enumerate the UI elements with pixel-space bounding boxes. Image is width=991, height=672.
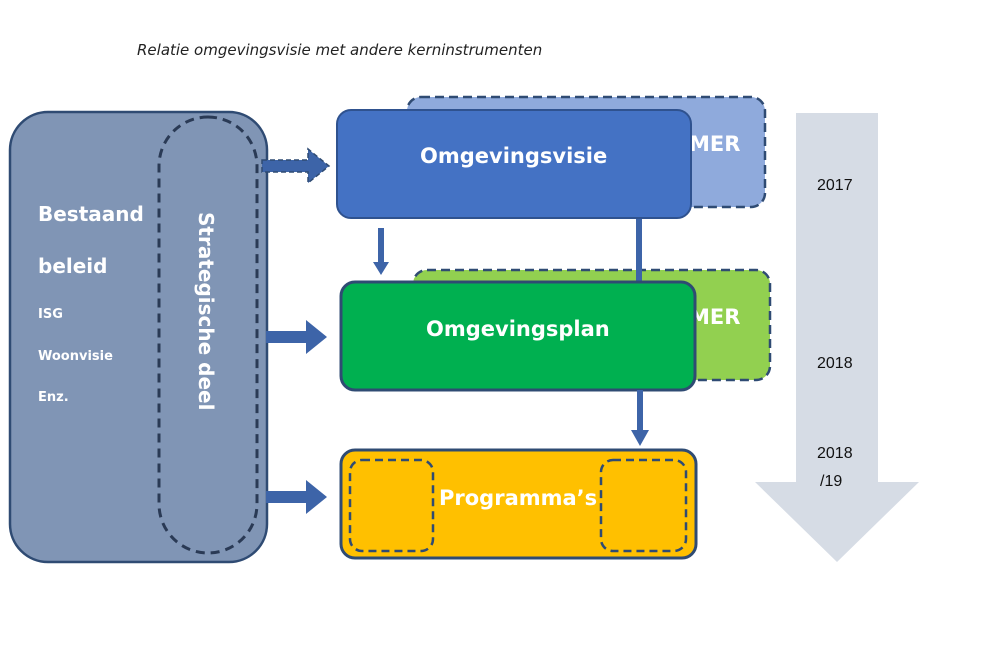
- year-2017: 2017: [817, 177, 853, 194]
- programmas-inner-left: [348, 458, 435, 553]
- timeline-arrow: [755, 113, 919, 562]
- strategische-deel-outline: [157, 115, 259, 555]
- arrow-left-to-omgevingsplan: [266, 320, 327, 354]
- connector-visie-plan-right: [636, 218, 642, 284]
- left-item-isg: ISG: [38, 307, 63, 322]
- arrow-plan-to-programmas: [631, 390, 649, 446]
- programmas-label: Programma’s: [439, 486, 597, 510]
- mer-top-label: MER: [689, 132, 740, 156]
- strategische-deel-label: Strategische deel: [194, 212, 218, 410]
- left-item-enz: Enz.: [38, 390, 69, 405]
- omgevingsplan-box: [339, 280, 697, 392]
- year-2018: 2018: [817, 355, 853, 372]
- omgevingsplan-label: Omgevingsplan: [426, 317, 610, 341]
- year-2018-19-line2: /19: [820, 473, 842, 490]
- diagram-title: Relatie omgevingsvisie met andere kernin…: [137, 41, 542, 59]
- arrow-left-to-omgevingsvisie: [261, 147, 331, 185]
- arrow-left-to-programmas: [266, 480, 327, 514]
- arrow-visie-to-plan: [373, 228, 389, 275]
- mer-mid-label: MER: [689, 305, 740, 329]
- left-block-line2: beleid: [38, 254, 107, 278]
- programmas-inner-right: [599, 458, 688, 553]
- omgevingsvisie-label: Omgevingsvisie: [420, 144, 607, 168]
- left-block: [8, 110, 269, 564]
- omgevingsvisie-box: [336, 109, 692, 219]
- left-block-line1: Bestaand: [38, 202, 144, 226]
- year-2018-19-line1: 2018: [817, 445, 853, 462]
- left-item-woonvisie: Woonvisie: [38, 349, 113, 364]
